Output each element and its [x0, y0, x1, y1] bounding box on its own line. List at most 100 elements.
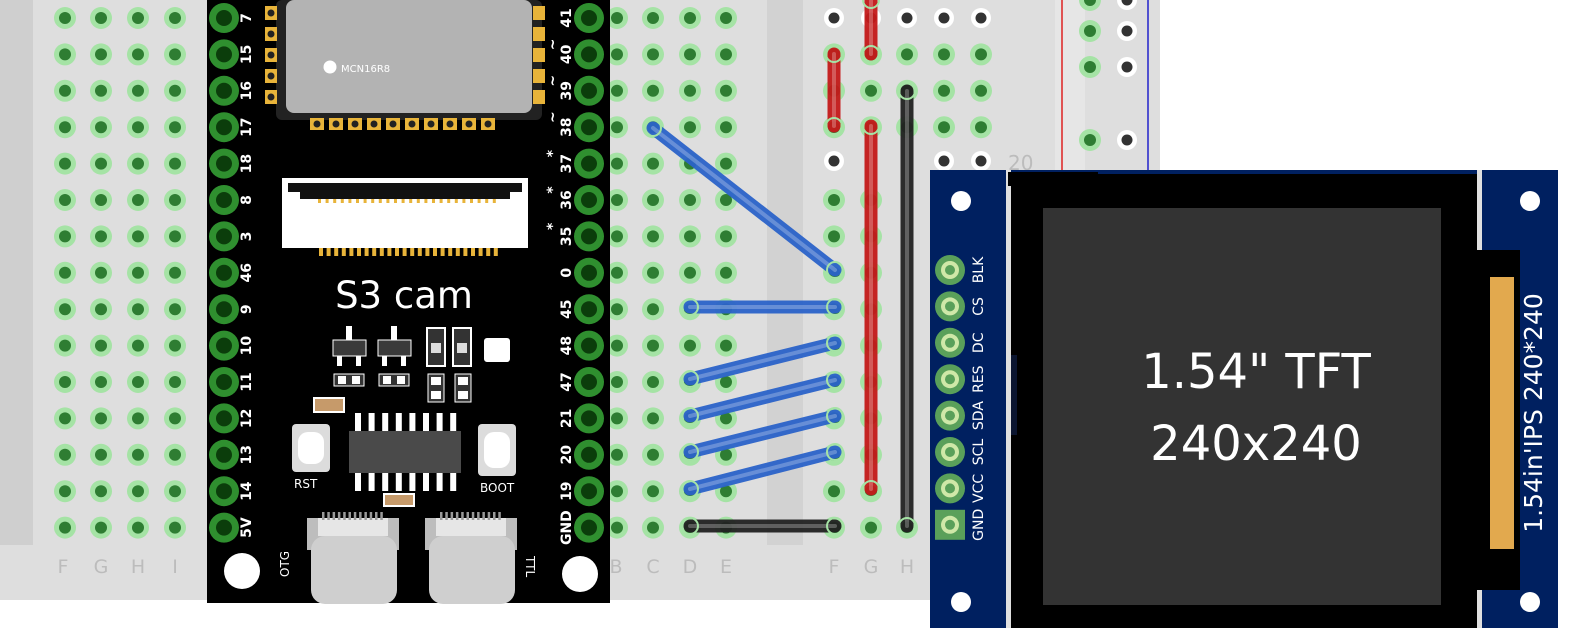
pin-label: 3	[239, 232, 255, 242]
tft-title-line1: 1.54" TFT	[1141, 344, 1371, 400]
header-pin-36: 36*	[545, 185, 604, 215]
breadboard-hole	[642, 371, 664, 393]
breadboard-hole	[164, 443, 186, 466]
column-label: I	[172, 556, 178, 578]
breadboard-hole	[54, 79, 76, 102]
usb-c-port-otg[interactable]	[307, 518, 399, 604]
tft-pin-label: RES	[971, 365, 987, 393]
breadboard-hole	[90, 225, 112, 248]
breadboard-hole	[606, 7, 628, 29]
header-pin-47: 47	[559, 367, 604, 397]
breadboard-hole	[970, 43, 992, 66]
breadboard-hole	[715, 43, 737, 66]
usb-uart-ic	[349, 413, 461, 491]
column-label: G	[94, 556, 109, 578]
breadboard-hole	[127, 116, 149, 139]
rst-label: RST	[294, 477, 318, 491]
pin-label: 5V	[239, 517, 255, 538]
breadboard-hole	[606, 152, 628, 175]
tft-pin-label: SDA	[971, 401, 987, 430]
breadboard-hole	[127, 43, 149, 66]
breadboard-hole	[642, 7, 664, 29]
header-pin-13: 13	[209, 439, 255, 470]
rst-button[interactable]	[292, 424, 330, 472]
header-pin-39: 39~	[545, 75, 604, 106]
tft-pin-scl: SCL	[935, 437, 987, 467]
breadboard-hole	[54, 152, 76, 175]
boot-label: BOOT	[480, 481, 515, 495]
header-pin-9: 9	[209, 294, 255, 325]
tft-display-module: 1.54" TFT 240x240 1.54in'IPS 240*240 BLK…	[930, 170, 1558, 628]
module-pads	[265, 6, 545, 130]
tft-side-label: 1.54in'IPS 240*240	[1519, 293, 1548, 533]
breadboard-hole	[823, 480, 845, 503]
breadboard-hole	[642, 516, 664, 539]
pin-label: 11	[239, 372, 255, 391]
mounting-hole-icon	[1520, 592, 1540, 612]
breadboard-hole	[971, 8, 991, 28]
breadboard-hole	[606, 116, 628, 139]
breadboard-hole	[90, 443, 112, 466]
column-label: C	[646, 556, 659, 578]
column-label: E	[720, 556, 732, 578]
tft-pin-gnd: GND	[935, 509, 987, 541]
breadboard-hole	[1117, 0, 1137, 10]
header-pin-3: 3	[209, 221, 255, 252]
header-pin-40: 40~	[545, 39, 604, 70]
breadboard-hole	[54, 43, 76, 66]
header-pin-11: 11	[209, 367, 255, 397]
header-pin-17: 17	[209, 112, 255, 143]
pin-mark: ~	[545, 111, 561, 123]
header-pin-5v: 5V	[209, 512, 255, 543]
header-pin-18: 18	[209, 148, 255, 179]
pin-label: 0	[559, 268, 575, 278]
pin-label: 10	[239, 336, 255, 356]
breadboard-hole	[715, 7, 737, 29]
pin-label: 9	[239, 304, 255, 314]
header-pin-16: 16	[209, 75, 255, 106]
breadboard-hole	[1079, 129, 1101, 151]
breadboard-hole	[164, 116, 186, 139]
wire-blue	[644, 119, 844, 279]
breadboard-hole	[715, 334, 737, 357]
breadboard-hole	[127, 79, 149, 102]
breadboard-hole	[606, 298, 628, 321]
breadboard-hole	[90, 407, 112, 430]
usb-c-port-ttl[interactable]	[425, 518, 517, 604]
breadboard-hole	[642, 443, 664, 466]
header-pin-7: 7	[209, 3, 255, 33]
breadboard-hole	[164, 79, 186, 102]
breadboard-hole	[970, 116, 992, 139]
breadboard-hole	[679, 225, 701, 248]
fpc-ribbon	[1490, 277, 1514, 549]
boot-button[interactable]	[478, 424, 516, 476]
breadboard-hole	[164, 480, 186, 503]
pin-label: 35	[559, 227, 575, 246]
header-pin-21: 21	[559, 403, 604, 434]
breadboard-hole	[54, 371, 76, 393]
breadboard-hole	[90, 7, 112, 29]
breadboard-hole	[823, 189, 845, 211]
breadboard-hole	[606, 43, 628, 66]
breadboard-hole	[90, 371, 112, 393]
breadboard-hole	[127, 225, 149, 248]
breadboard-hole	[824, 8, 844, 28]
breadboard-hole	[164, 334, 186, 357]
tft-pin-vcc: VCC	[935, 473, 987, 504]
breadboard-hole	[127, 298, 149, 321]
breadboard-hole	[90, 261, 112, 284]
breadboard-hole	[164, 43, 186, 66]
tft-pin-cs: CS	[935, 291, 987, 322]
breadboard-hole	[164, 7, 186, 29]
pin-label: 21	[559, 409, 575, 428]
tft-pin-sda: SDA	[935, 400, 987, 431]
header-pin-19: 19	[559, 476, 604, 507]
breadboard-hole	[1079, 0, 1101, 11]
breadboard-hole	[896, 43, 918, 66]
breadboard-hole	[642, 334, 664, 357]
breadboard-hole	[970, 79, 992, 102]
breadboard-hole	[606, 480, 628, 503]
breadboard-hole	[164, 152, 186, 175]
breadboard-hole	[606, 334, 628, 357]
